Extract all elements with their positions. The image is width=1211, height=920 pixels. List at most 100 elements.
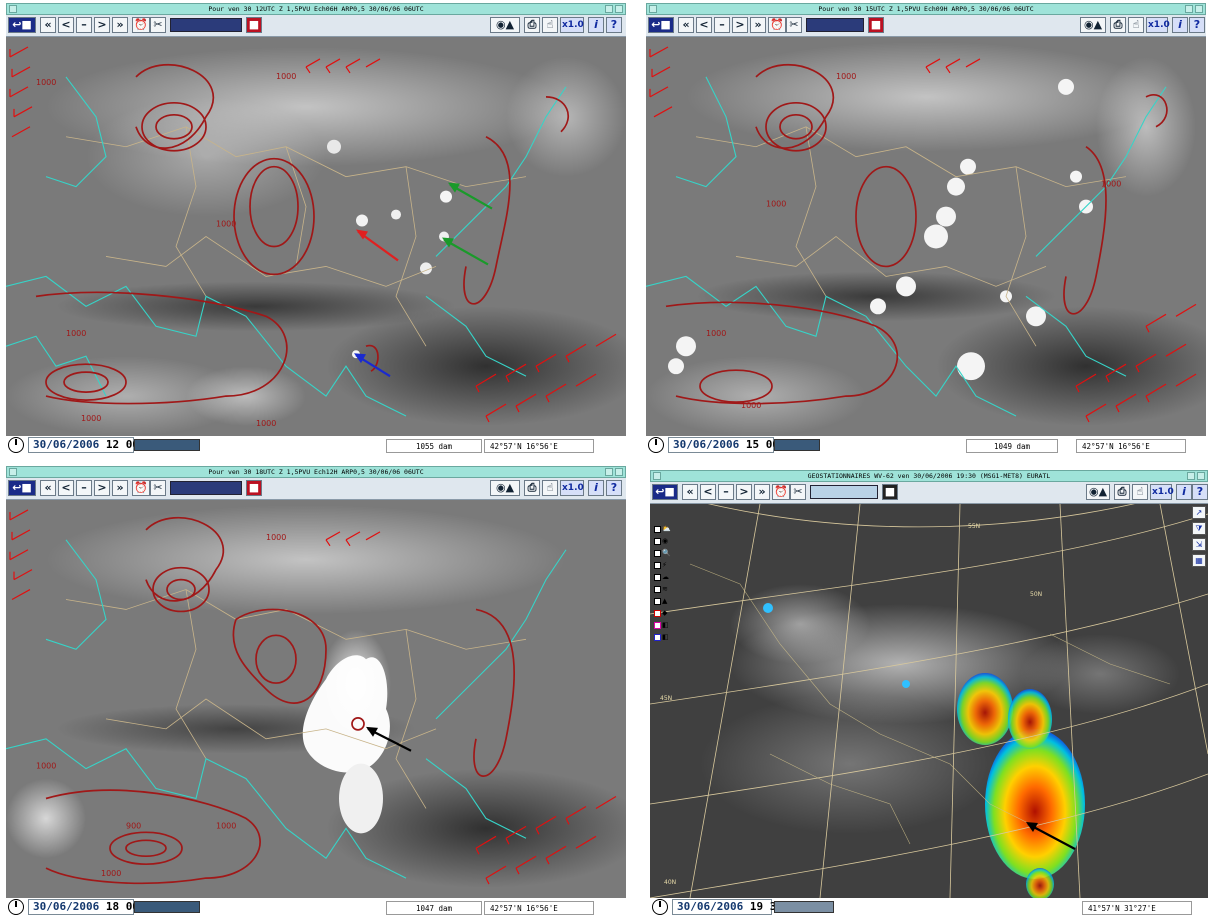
time-slider[interactable] bbox=[774, 439, 820, 451]
alarm-clock-icon[interactable]: ⏰ bbox=[768, 17, 786, 33]
stop-button[interactable]: – bbox=[76, 480, 92, 496]
animation-slider[interactable] bbox=[170, 481, 242, 495]
alarm-clock-icon[interactable]: ⏰ bbox=[132, 17, 150, 33]
scissors-icon[interactable]: ✂ bbox=[786, 17, 802, 33]
help-button[interactable]: ? bbox=[1192, 484, 1208, 500]
minimize-icon[interactable] bbox=[1187, 472, 1195, 480]
window-titlebar[interactable]: Pour ven 30 18UTC Z 1,5PVU Ech12H ARP0,5… bbox=[6, 466, 626, 478]
layer-wind[interactable]: ≋ bbox=[654, 584, 672, 595]
animation-slider[interactable] bbox=[806, 18, 864, 32]
time-slider[interactable] bbox=[134, 901, 200, 913]
prev-button[interactable]: < bbox=[58, 480, 74, 496]
fast-forward-button[interactable]: » bbox=[112, 17, 128, 33]
wv-image-map[interactable]: 1000 1000 1000 900 1000 bbox=[6, 500, 626, 898]
fast-back-button[interactable]: « bbox=[40, 17, 56, 33]
pan-arrow-icon[interactable]: ↗ bbox=[1192, 506, 1206, 519]
next-button[interactable]: > bbox=[732, 17, 748, 33]
maximize-icon[interactable] bbox=[615, 468, 623, 476]
print-icon[interactable]: ⎙ bbox=[524, 17, 540, 33]
maximize-icon[interactable] bbox=[615, 5, 623, 13]
home-icon[interactable]: ↩■ bbox=[8, 480, 36, 496]
scissors-icon[interactable]: ✂ bbox=[150, 17, 166, 33]
pointer-icon[interactable]: ☝ bbox=[542, 17, 558, 33]
help-button[interactable]: ? bbox=[1189, 17, 1205, 33]
record-icon[interactable]: ■ bbox=[882, 484, 898, 500]
prev-button[interactable]: < bbox=[58, 17, 74, 33]
window-menu-icon[interactable] bbox=[9, 468, 17, 476]
wv-image-map[interactable]: 1000 1000 1000 1000 1000 bbox=[646, 37, 1206, 436]
window-titlebar[interactable]: GEOSTATIONNAIRES WV-62 ven 30/06/2006 19… bbox=[650, 470, 1208, 482]
info-button[interactable]: i bbox=[1172, 17, 1188, 33]
grid-icon[interactable]: ▦ bbox=[1192, 554, 1206, 567]
layer-satellite[interactable]: ⛅ bbox=[654, 524, 672, 535]
fast-back-button[interactable]: « bbox=[678, 17, 694, 33]
filter-icon[interactable]: ⧩ bbox=[1192, 522, 1206, 535]
stop-button[interactable]: – bbox=[718, 484, 734, 500]
select-icon[interactable]: ⇲ bbox=[1192, 538, 1206, 551]
layer-cloud[interactable]: ☁ bbox=[654, 572, 672, 583]
record-icon[interactable]: ■ bbox=[246, 480, 262, 496]
animation-slider[interactable] bbox=[810, 485, 878, 499]
animation-slider[interactable] bbox=[170, 18, 242, 32]
fast-forward-button[interactable]: » bbox=[112, 480, 128, 496]
camera-icon[interactable]: ◉▲ bbox=[490, 17, 520, 33]
minimize-icon[interactable] bbox=[605, 5, 613, 13]
camera-icon[interactable]: ◉▲ bbox=[1086, 484, 1110, 500]
record-icon[interactable]: ■ bbox=[246, 17, 262, 33]
clock-icon[interactable] bbox=[8, 437, 24, 453]
clock-icon[interactable] bbox=[648, 437, 664, 453]
next-button[interactable]: > bbox=[736, 484, 752, 500]
home-icon[interactable]: ↩■ bbox=[652, 484, 678, 500]
alarm-clock-icon[interactable]: ⏰ bbox=[772, 484, 790, 500]
zoom-button[interactable]: x1.0 bbox=[1146, 17, 1170, 33]
zoom-button[interactable]: x1.0 bbox=[1150, 484, 1174, 500]
window-titlebar[interactable]: Pour ven 30 12UTC Z 1,5PVU Ech06H ARP0,5… bbox=[6, 3, 626, 15]
layer-pink[interactable]: ◧ bbox=[654, 620, 672, 631]
window-menu-icon[interactable] bbox=[649, 5, 657, 13]
maximize-icon[interactable] bbox=[1195, 5, 1203, 13]
help-button[interactable]: ? bbox=[606, 480, 622, 496]
layer-radar[interactable]: ▲ bbox=[654, 596, 672, 607]
window-menu-icon[interactable] bbox=[9, 5, 17, 13]
wv-image-map[interactable]: 1000 1000 1000 1000 1000 1000 bbox=[6, 37, 626, 436]
next-button[interactable]: > bbox=[94, 480, 110, 496]
camera-icon[interactable]: ◉▲ bbox=[1080, 17, 1106, 33]
fast-forward-button[interactable]: » bbox=[754, 484, 770, 500]
pointer-icon[interactable]: ☝ bbox=[542, 480, 558, 496]
pointer-icon[interactable]: ☝ bbox=[1132, 484, 1148, 500]
window-titlebar[interactable]: Pour ven 30 15UTC Z 1,5PVU Ech09H ARP0,5… bbox=[646, 3, 1206, 15]
clock-icon[interactable] bbox=[8, 899, 24, 915]
home-icon[interactable]: ↩■ bbox=[8, 17, 36, 33]
camera-icon[interactable]: ◉▲ bbox=[490, 480, 520, 496]
layer-lightning[interactable]: ⚡ bbox=[654, 560, 672, 571]
help-button[interactable]: ? bbox=[606, 17, 622, 33]
pointer-icon[interactable]: ☝ bbox=[1128, 17, 1144, 33]
layer-blue[interactable]: ◧ bbox=[654, 632, 672, 643]
layer-eye[interactable]: ◉ bbox=[654, 536, 672, 547]
print-icon[interactable]: ⎙ bbox=[1110, 17, 1126, 33]
info-button[interactable]: i bbox=[1176, 484, 1192, 500]
scissors-icon[interactable]: ✂ bbox=[150, 480, 166, 496]
stop-button[interactable]: – bbox=[76, 17, 92, 33]
next-button[interactable]: > bbox=[94, 17, 110, 33]
record-icon[interactable]: ■ bbox=[868, 17, 884, 33]
layer-zoom[interactable]: 🔍 bbox=[654, 548, 672, 559]
scissors-icon[interactable]: ✂ bbox=[790, 484, 806, 500]
stop-button[interactable]: – bbox=[714, 17, 730, 33]
prev-button[interactable]: < bbox=[696, 17, 712, 33]
time-slider[interactable] bbox=[774, 901, 834, 913]
fast-back-button[interactable]: « bbox=[40, 480, 56, 496]
window-menu-icon[interactable] bbox=[653, 472, 661, 480]
info-button[interactable]: i bbox=[588, 17, 604, 33]
alarm-clock-icon[interactable]: ⏰ bbox=[132, 480, 150, 496]
maximize-icon[interactable] bbox=[1197, 472, 1205, 480]
fast-back-button[interactable]: « bbox=[682, 484, 698, 500]
layer-color[interactable]: ◆ bbox=[654, 608, 672, 619]
clock-icon[interactable] bbox=[652, 899, 668, 915]
home-icon[interactable]: ↩■ bbox=[648, 17, 674, 33]
minimize-icon[interactable] bbox=[605, 468, 613, 476]
fast-forward-button[interactable]: » bbox=[750, 17, 766, 33]
zoom-button[interactable]: x1.0 bbox=[560, 17, 584, 33]
print-icon[interactable]: ⎙ bbox=[524, 480, 540, 496]
time-slider[interactable] bbox=[134, 439, 200, 451]
